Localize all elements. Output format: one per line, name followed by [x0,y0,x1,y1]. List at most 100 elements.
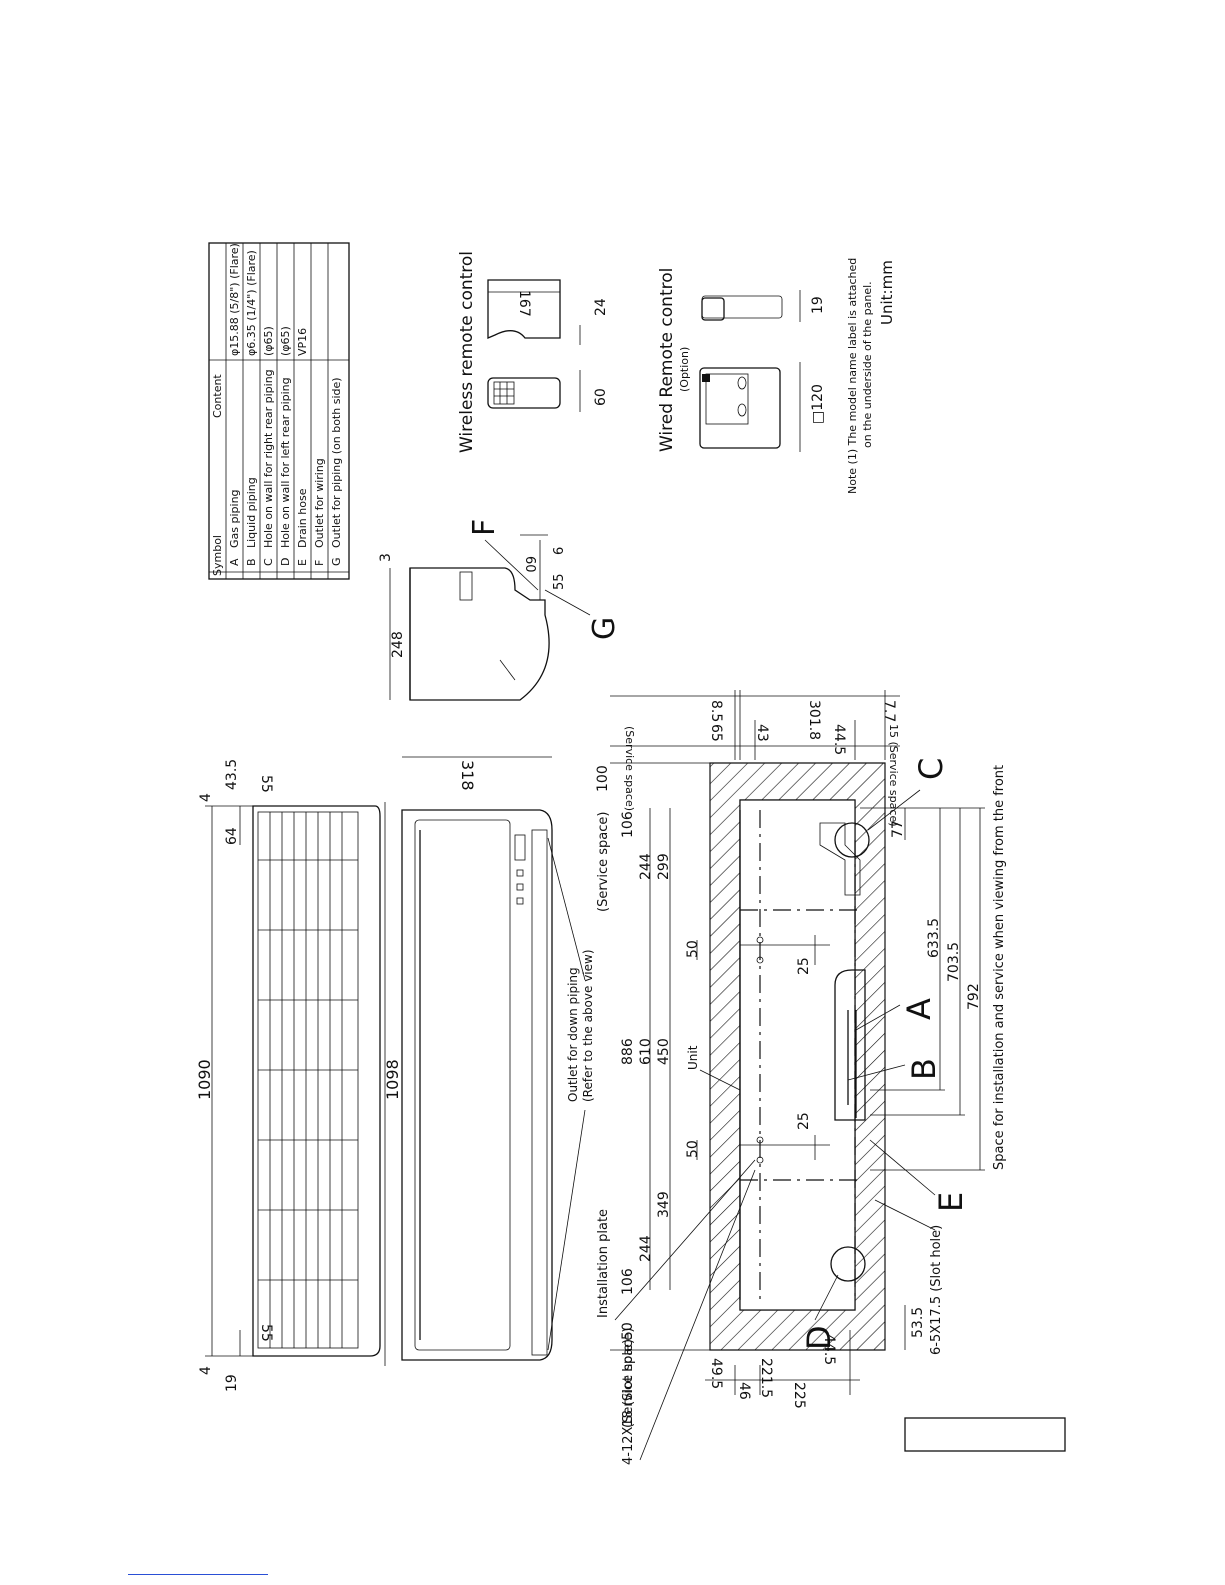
front-panel [414,819,511,1351]
dim-24: 24 [593,298,609,316]
service-space-right: (Service space) [623,726,636,811]
dim-1090: 1090 [195,1059,214,1100]
wired-remote-screen [705,373,749,425]
legend-row-g-symbol: G [330,557,343,566]
dim-44-5: 44.5 [831,724,847,755]
dim-4-top: 4 [198,793,214,802]
dim-55-bottom: 55 [258,1324,274,1342]
label-a: A [900,998,938,1020]
dim-4-bottom: 4 [198,1366,214,1375]
label-e: E [932,1192,970,1212]
legend-header-content: Content [211,374,224,418]
label-c: C [912,758,950,780]
dim-221-5: 221.5 [758,1358,774,1398]
dim-610: 610 [638,1038,654,1065]
dim-43: 43 [754,724,770,742]
dim-49-5: 49.5 [708,1358,724,1389]
dim-7-7: 7.7 [881,700,897,722]
dim-1098: 1098 [383,1059,402,1100]
dim-25a: 25 [796,957,812,975]
dim-244b: 244 [638,1235,654,1262]
dim-19-top: 19 [224,1374,240,1392]
dim-886: 886 [620,1038,636,1065]
legend-row-b-symbol: B [245,558,258,566]
dim-19: 19 [810,296,826,314]
legend-row-b-detail: φ6.35 (1/4") (Flare) [245,250,258,356]
title-box [904,1417,1066,1452]
service-space-bottom: 15 (Service space) [887,724,900,827]
dim-8-5: 8.5 [708,700,724,722]
legend-row-a-symbol: A [228,558,241,566]
dim-55-top: 55 [258,775,274,793]
dim-244a: 244 [638,853,654,880]
space-caption: Space for installation and service when … [992,765,1007,1170]
dim-50b: 50 [685,1140,701,1158]
note-1: Note (1) The model name label is attache… [846,258,859,494]
label-f: F [467,519,502,536]
dim-792: 792 [966,983,982,1010]
dim-450: 450 [656,1038,672,1065]
wireless-remote: Wireless remote control 60 167 24 [457,251,609,453]
unit-label: Unit [686,1045,700,1070]
top-view-outline [252,805,381,1357]
legend-row-e-detail: VP16 [296,328,309,356]
louver [531,829,548,1356]
dim-43-5: 43.5 [224,759,240,790]
legend-row-c-detail: (φ65) [262,326,275,356]
service-space-left: (Service space) [621,1328,636,1428]
legend-table: Symbol Content A Gas piping φ15.88 (5/8"… [208,242,350,580]
dim-64: 64 [224,827,240,845]
legend-row-d-content: Hole on wall for left rear piping [279,377,292,548]
dim-225: 225 [791,1382,807,1409]
pipe-channel [834,969,866,1121]
legend-header-symbol: Symbol [211,535,224,576]
wired-remote-title: Wired Remote control [657,268,677,452]
notes: Note (1) The model name label is attache… [846,258,896,494]
dim-120: □120 [810,384,826,424]
wired-remote-face [699,367,781,449]
legend-row-c-symbol: C [262,558,275,566]
wired-remote: Wired Remote control (Option) □120 19 [657,268,826,452]
legend-row-a-detail: φ15.88 (5/8") (Flare) [228,243,241,356]
dim-299: 299 [656,853,672,880]
service-space-top: (Service space) [596,812,611,912]
legend-row-g-content: Outlet for piping (on both side) [330,377,343,548]
dim-301-8: 301.8 [806,700,822,740]
dim-77: 77 [890,820,906,838]
legend-row-d-symbol: D [279,558,292,566]
front-view: 1098 318 Outlet for down piping (Refer t… [383,756,595,1366]
dim-106b: 106 [620,1268,636,1295]
dim-633-5: 633.5 [926,918,942,958]
outlet-sublabel: (Refer to the above view) [581,949,595,1102]
label-b: B [905,1058,943,1080]
installation-plate-view: (Service space) 100 106 244 299 50 886 6… [595,690,1007,1465]
wireless-remote-side [487,279,561,339]
dim-318: 318 [458,760,477,791]
front-view-outline [401,809,553,1361]
wireless-remote-title: Wireless remote control [457,251,477,453]
dim-349: 349 [656,1191,672,1218]
legend-row-f-symbol: F [313,560,326,566]
top-view: 1090 4 4 43.5 64 55 19 55 [195,759,381,1392]
dim-55-side: 55 [552,573,567,590]
hole-c [834,822,870,858]
dim-106a: 106 [620,811,636,838]
outlet-label: Outlet for down piping [566,967,580,1102]
slot-hole-1: 4-12X18 (Slot hole) [621,1339,636,1465]
unit-note: Unit:mm [878,260,896,325]
dim-100: 100 [595,765,611,792]
legend-row-b-content: Liquid piping [245,477,258,548]
dim-3: 3 [378,553,394,562]
slot-hole-2: 6-5X17.5 (Slot hole) [929,1225,944,1355]
label-g: G [587,617,622,640]
dim-50c: 50 [620,1322,636,1340]
dim-53-5: 53.5 [910,1307,926,1338]
dim-44-5-bottom: 44.5 [821,1334,837,1365]
legend-row-e-symbol: E [296,559,309,566]
dim-60: 60 [593,388,609,406]
legend-row-c-content: Hole on wall for right rear piping [262,369,275,548]
dim-60-side: 60 [522,556,537,573]
legend-row-f-content: Outlet for wiring [313,458,326,548]
dim-65: 65 [708,724,724,742]
footer-link-underline[interactable] [128,1574,268,1575]
